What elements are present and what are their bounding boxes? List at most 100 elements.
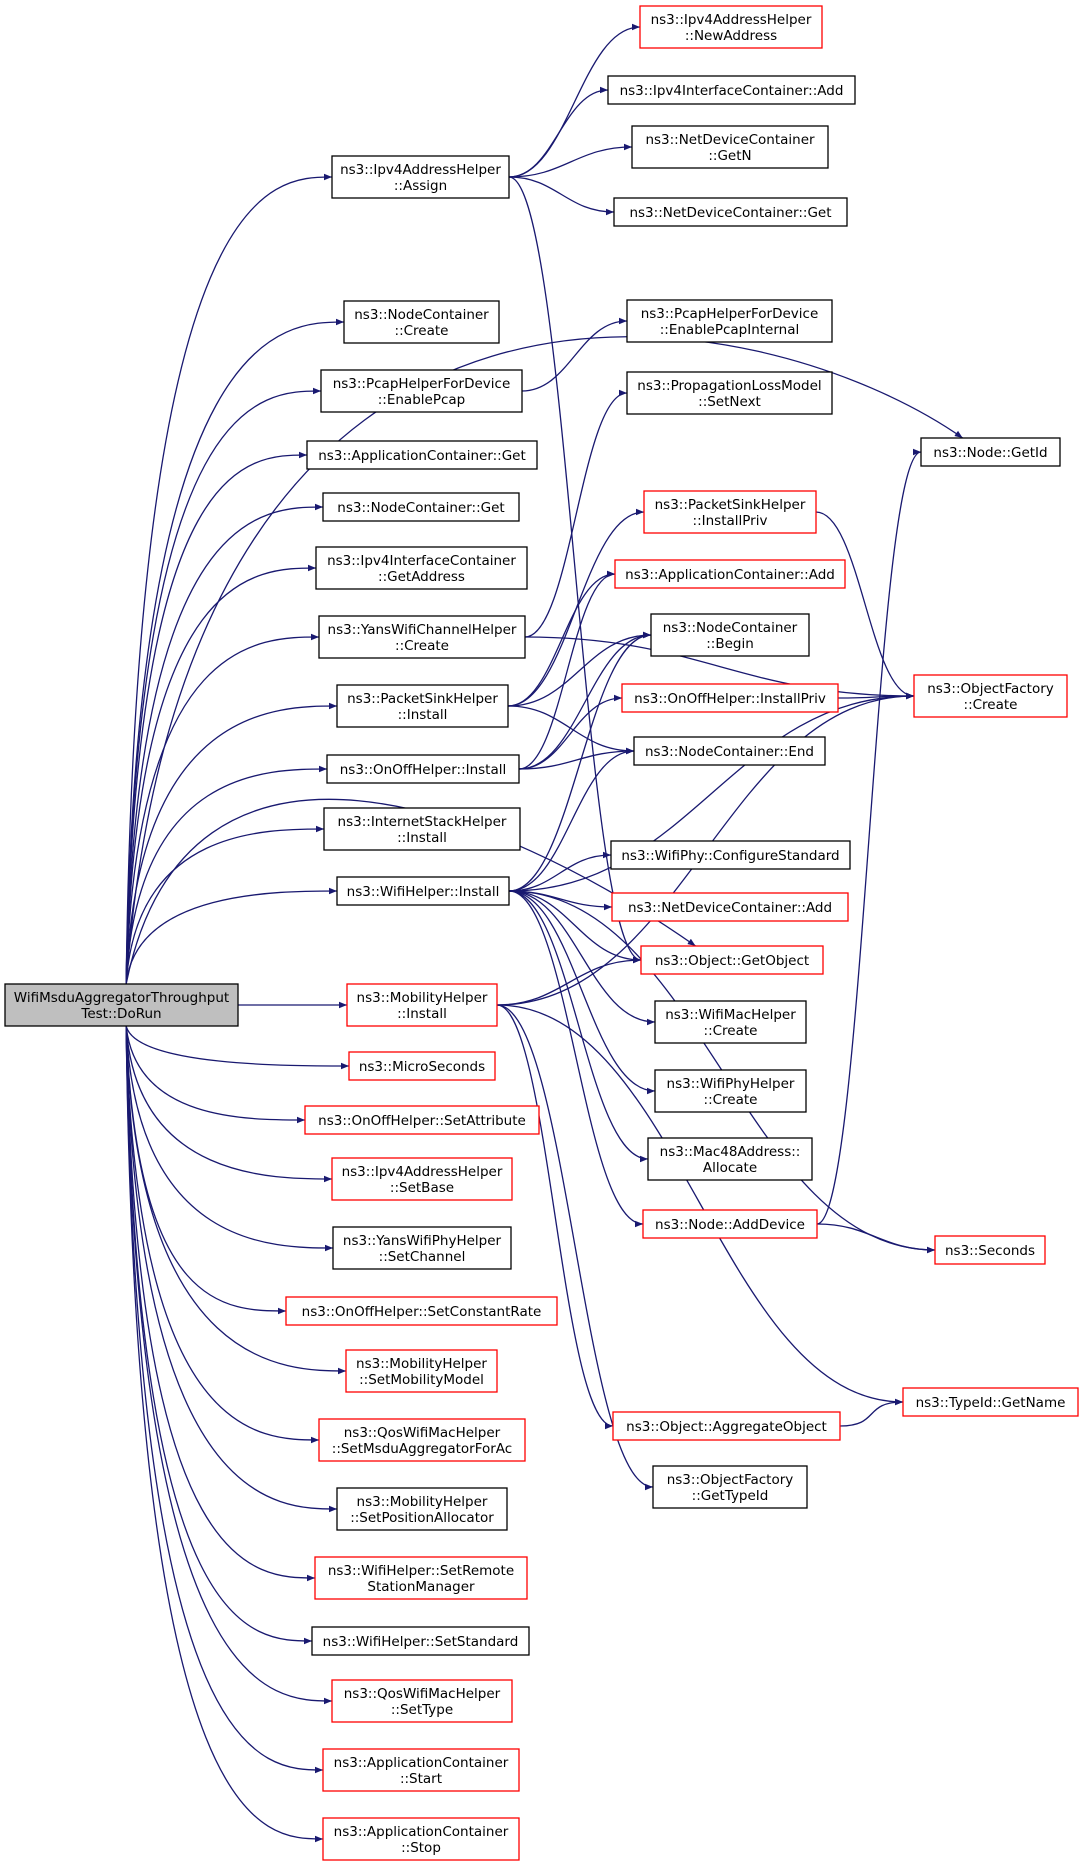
- node-box: [306, 440, 538, 470]
- node-label-line: ns3::QosWifiMacHelper: [344, 1425, 501, 1441]
- node-nodeContainerBegin[interactable]: ns3::NodeContainer::Begin: [650, 613, 810, 657]
- node-box: [652, 1465, 808, 1509]
- node-box: [631, 125, 829, 169]
- node-wifiMacHelperCreate[interactable]: ns3::WifiMacHelper::Create: [654, 1000, 807, 1044]
- edge-wifiHelperInstall-to-objectFactoryCreate: [508, 692, 915, 892]
- node-qosSetMsduAggregator[interactable]: ns3::QosWifiMacHelper::SetMsduAggregator…: [318, 1418, 526, 1462]
- node-pcapEnablePcapInternal[interactable]: ns3::PcapHelperForDevice::EnablePcapInte…: [626, 299, 833, 343]
- node-onOffInstallPriv[interactable]: ns3::OnOffHelper::InstallPriv: [621, 683, 839, 713]
- node-wifiPhyHelperCreate[interactable]: ns3::WifiPhyHelper::Create: [654, 1069, 807, 1113]
- node-objectFactoryGetTypeId[interactable]: ns3::ObjectFactory::GetTypeId: [652, 1465, 808, 1509]
- node-objectGetObject[interactable]: ns3::Object::GetObject: [640, 945, 824, 975]
- node-qosSetType[interactable]: ns3::QosWifiMacHelper::SetType: [331, 1679, 513, 1723]
- node-mobilitySetMobilityModel[interactable]: ns3::MobilityHelper::SetMobilityModel: [345, 1349, 498, 1393]
- node-label-line: ns3::NodeContainer::End: [645, 744, 814, 760]
- node-ipv4HelperNewAddress[interactable]: ns3::Ipv4AddressHelper::NewAddress: [639, 5, 823, 49]
- node-box: [654, 1069, 807, 1113]
- node-netDevContainerAdd[interactable]: ns3::NetDeviceContainer::Add: [611, 892, 849, 922]
- node-box: [612, 1411, 841, 1441]
- node-packetSinkInstallPriv[interactable]: ns3::PacketSinkHelper::InstallPriv: [643, 490, 817, 534]
- node-box: [614, 559, 846, 589]
- edge-wifiHelperInstall-to-wifiPhyConfigureStandard: [508, 851, 612, 892]
- node-label-line: ::Assign: [394, 178, 447, 194]
- node-ipv4IfContainerGetAddress[interactable]: ns3::Ipv4InterfaceContainer::GetAddress: [315, 546, 528, 590]
- node-label-line: ns3::WifiHelper::Install: [347, 884, 500, 900]
- node-yansChannelCreate[interactable]: ns3::YansWifiChannelHelper::Create: [318, 615, 526, 659]
- node-label-line: ns3::ObjectFactory: [667, 1472, 794, 1488]
- edge-doRun-to-onOffSetConstantRate: [125, 1025, 287, 1315]
- node-label-line: ::Stop: [401, 1840, 441, 1856]
- node-yansPhySetChannel[interactable]: ns3::YansWifiPhyHelper::SetChannel: [332, 1226, 512, 1270]
- edge-onOffInstall-to-nodeContainerEnd: [518, 747, 635, 770]
- edge-packetSinkInstall-to-nodeContainerBegin: [507, 631, 652, 707]
- node-appContainerStart[interactable]: ns3::ApplicationContainer::Start: [322, 1748, 520, 1792]
- edge-doRun-to-internetStackInstall: [125, 825, 325, 985]
- node-box: [318, 1418, 526, 1462]
- node-onOffInstall[interactable]: ns3::OnOffHelper::Install: [326, 754, 520, 784]
- node-label-line: ns3::ApplicationContainer::Get: [318, 448, 526, 464]
- node-appContainerStop[interactable]: ns3::ApplicationContainer::Stop: [322, 1817, 520, 1861]
- edge-mobilityInstall-to-objectFactoryGetTypeId: [496, 1004, 654, 1491]
- node-label-line: ns3::MobilityHelper: [356, 1356, 487, 1372]
- node-label-line: ns3::NodeContainer: [354, 307, 489, 323]
- node-seconds[interactable]: ns3::Seconds: [934, 1235, 1046, 1265]
- node-onOffSetAttribute[interactable]: ns3::OnOffHelper::SetAttribute: [304, 1105, 540, 1135]
- node-appContainerGet[interactable]: ns3::ApplicationContainer::Get: [306, 440, 538, 470]
- node-label-line: ::EnablePcap: [378, 392, 466, 408]
- node-label-line: ns3::PacketSinkHelper: [347, 691, 498, 707]
- node-packetSinkInstall[interactable]: ns3::PacketSinkHelper::Install: [336, 684, 509, 728]
- node-label-line: ns3::NetDeviceContainer::Get: [629, 205, 831, 221]
- node-nodeGetId[interactable]: ns3::Node::GetId: [920, 437, 1061, 467]
- node-label-line: ::Create: [964, 697, 1018, 713]
- node-appContainerAdd[interactable]: ns3::ApplicationContainer::Add: [614, 559, 846, 589]
- node-propLossSetNext[interactable]: ns3::PropagationLossModel::SetNext: [626, 371, 833, 415]
- node-mac48Allocate[interactable]: ns3::Mac48Address::Allocate: [647, 1137, 813, 1181]
- node-label-line: ns3::Ipv4InterfaceContainer::Add: [620, 83, 844, 99]
- node-box: [336, 1487, 508, 1531]
- node-typeIdGetName[interactable]: ns3::TypeId::GetName: [902, 1387, 1079, 1417]
- node-wifiPhyConfigureStandard[interactable]: ns3::WifiPhy::ConfigureStandard: [610, 840, 851, 870]
- node-box: [920, 437, 1061, 467]
- node-nodeAddDevice[interactable]: ns3::Node::AddDevice: [642, 1209, 818, 1239]
- node-wifiSetStandard[interactable]: ns3::WifiHelper::SetStandard: [311, 1626, 530, 1656]
- node-wifiHelperInstall[interactable]: ns3::WifiHelper::Install: [336, 876, 510, 906]
- node-objectAggregateObject[interactable]: ns3::Object::AggregateObject: [612, 1411, 841, 1441]
- node-label-line: ns3::NetDeviceContainer::Add: [628, 900, 832, 916]
- node-box: [611, 892, 849, 922]
- node-box: [336, 876, 510, 906]
- node-ipv4IfContainerAdd[interactable]: ns3::Ipv4InterfaceContainer::Add: [607, 75, 856, 105]
- edge-wifiHelperInstall-to-nodeAddDevice: [508, 890, 644, 1228]
- node-internetStackInstall[interactable]: ns3::InternetStackHelper::Install: [323, 807, 521, 851]
- node-box: [4, 983, 239, 1027]
- node-ipv4HelperSetBase[interactable]: ns3::Ipv4AddressHelper::SetBase: [331, 1157, 513, 1201]
- node-objectFactoryCreate[interactable]: ns3::ObjectFactory::Create: [913, 674, 1068, 718]
- node-box: [902, 1387, 1079, 1417]
- node-netDevContainerGet[interactable]: ns3::NetDeviceContainer::Get: [613, 197, 848, 227]
- edge-doRun-to-wifiSetStandard: [125, 1025, 313, 1645]
- node-pcapEnablePcap[interactable]: ns3::PcapHelperForDevice::EnablePcap: [320, 369, 523, 413]
- node-box: [314, 1556, 528, 1600]
- node-nodeContainerGet[interactable]: ns3::NodeContainer::Get: [322, 492, 520, 522]
- edge-doRun-to-qosSetType: [125, 1025, 333, 1705]
- node-mobilityInstall[interactable]: ns3::MobilityHelper::Install: [346, 983, 498, 1027]
- edge-doRun-to-mobilitySetMobilityModel: [125, 1025, 347, 1375]
- node-mobilitySetPositionAllocator[interactable]: ns3::MobilityHelper::SetPositionAllocato…: [336, 1487, 508, 1531]
- node-label-line: ::Create: [395, 323, 449, 339]
- node-netDevContainerGetN[interactable]: ns3::NetDeviceContainer::GetN: [631, 125, 829, 169]
- edge-nodeAddDevice-to-nodeGetId: [816, 448, 922, 1225]
- node-box: [315, 546, 528, 590]
- node-onOffSetConstantRate[interactable]: ns3::OnOffHelper::SetConstantRate: [285, 1296, 558, 1326]
- node-nodeContainerCreate[interactable]: ns3::NodeContainer::Create: [343, 300, 500, 344]
- node-box: [348, 1051, 496, 1081]
- node-label-line: StationManager: [367, 1579, 475, 1595]
- edge-ipv4HelperAssign-to-netDevContainerGet: [508, 176, 615, 216]
- node-microSeconds[interactable]: ns3::MicroSeconds: [348, 1051, 496, 1081]
- node-label-line: ns3::ObjectFactory: [927, 681, 1054, 697]
- node-label-line: ::SetMobilityModel: [359, 1372, 484, 1388]
- edge-packetSinkInstallPriv-to-objectFactoryCreate: [815, 511, 915, 700]
- node-nodeContainerEnd[interactable]: ns3::NodeContainer::End: [633, 736, 826, 766]
- node-ipv4HelperAssign[interactable]: ns3::Ipv4AddressHelper::Assign: [331, 155, 510, 199]
